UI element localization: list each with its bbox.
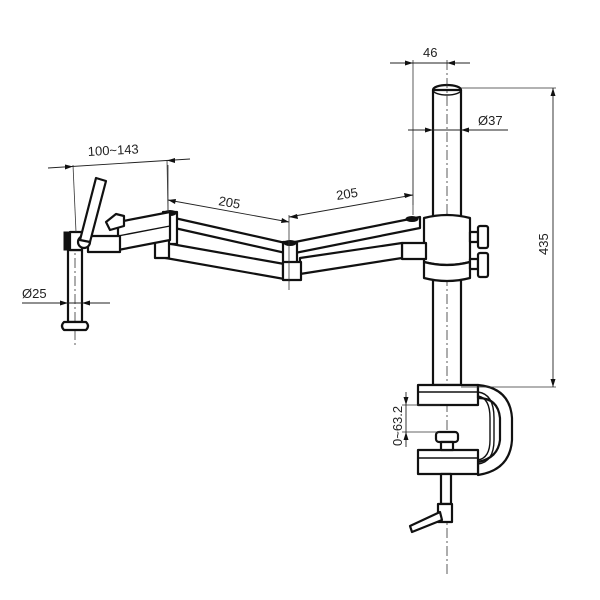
c-clamp xyxy=(408,383,514,534)
lock-knob-upper xyxy=(468,224,490,250)
dimension-holder-post-diameter: Ø25 xyxy=(22,286,110,306)
holder-post xyxy=(60,230,92,345)
svg-text:100~143: 100~143 xyxy=(87,141,139,159)
pole-collar xyxy=(400,213,472,283)
dimension-pole-height: 435 xyxy=(461,87,556,388)
svg-text:435: 435 xyxy=(536,233,551,255)
dimension-holder-reach: 100~143 xyxy=(47,141,191,233)
svg-text:205: 205 xyxy=(335,185,359,203)
svg-text:46: 46 xyxy=(423,45,437,60)
svg-text:0~63.2: 0~63.2 xyxy=(390,406,405,446)
svg-text:Ø25: Ø25 xyxy=(22,286,47,301)
arm-segment-1 xyxy=(158,215,303,282)
dimension-arm-segment-2: 205 xyxy=(288,150,414,219)
holder-arm xyxy=(86,210,172,254)
dimension-pole-diameter: Ø37 xyxy=(408,113,508,133)
svg-text:Ø37: Ø37 xyxy=(478,113,503,128)
svg-text:205: 205 xyxy=(217,193,241,212)
dimension-clamp-opening: 0~63.2 xyxy=(390,392,440,447)
locking-lever xyxy=(78,176,108,244)
arm-segment-2 xyxy=(288,215,422,276)
lock-knob-lower xyxy=(468,251,490,279)
dimension-arm-segment-1: 205 xyxy=(167,165,290,290)
